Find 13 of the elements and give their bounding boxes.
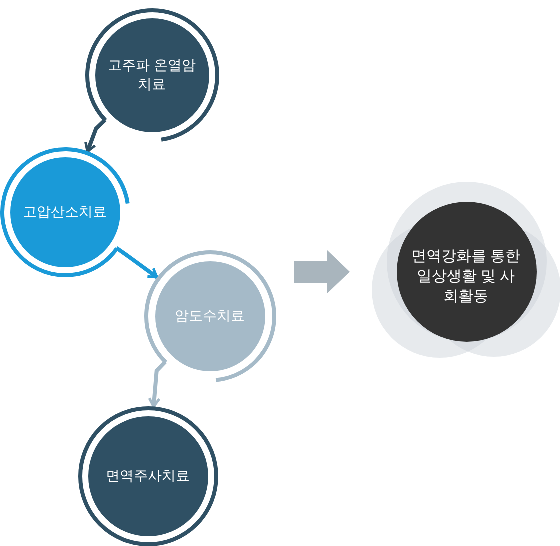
circle-label: 면역주사치료 xyxy=(105,466,191,486)
treatment-circle xyxy=(0,146,130,278)
arrow xyxy=(115,246,158,279)
arrow xyxy=(84,118,107,153)
circle-label: 면역강화를 통한 일상생활 및 사회활동 xyxy=(411,247,521,307)
treatment-circle xyxy=(84,8,220,142)
circle-label: 암도수치료 xyxy=(174,306,246,326)
block-arrow xyxy=(294,250,350,294)
treatment-circle xyxy=(78,406,218,546)
circle-label: 고주파 온열암치료 xyxy=(107,56,197,94)
arrow xyxy=(148,360,167,408)
circle-label: 고압산소치료 xyxy=(22,202,108,222)
treatment-circle xyxy=(144,250,276,382)
